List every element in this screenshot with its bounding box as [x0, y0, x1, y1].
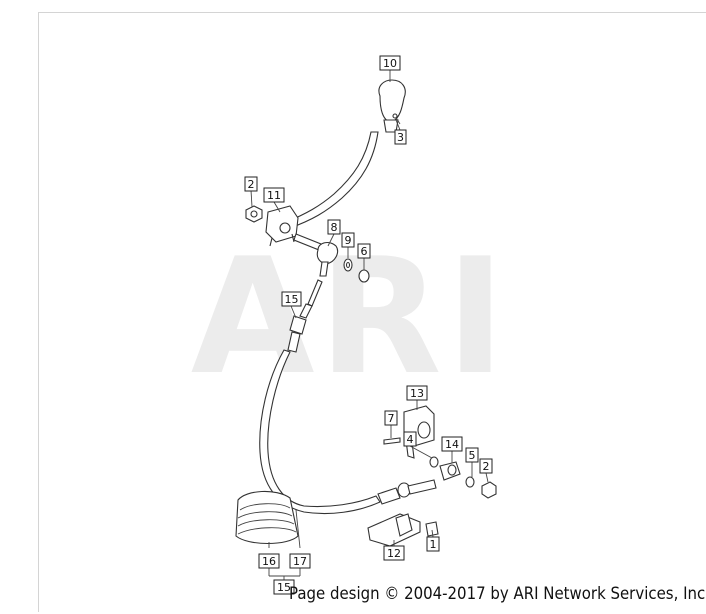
- leader-lines: [250, 70, 489, 580]
- callout-2-bottom: 2: [479, 458, 493, 474]
- callout-2-top: 2: [244, 176, 258, 192]
- svg-text:13: 13: [410, 387, 424, 400]
- pin-part-lower: [383, 437, 401, 445]
- shift-knob: [378, 79, 406, 133]
- svg-text:2: 2: [483, 460, 490, 473]
- callout-13: 13: [406, 385, 428, 401]
- nut-part-bottom: [481, 481, 497, 499]
- callout-7: 7: [384, 410, 398, 426]
- svg-text:5: 5: [469, 449, 476, 462]
- svg-text:15: 15: [277, 581, 291, 594]
- shift-cable: [259, 279, 437, 515]
- callout-3: 3: [394, 129, 407, 145]
- callout-6: 6: [357, 243, 371, 259]
- callout-14: 14: [441, 436, 463, 452]
- svg-text:16: 16: [262, 555, 276, 568]
- callout-10: 10: [379, 55, 401, 71]
- rubber-boot: [235, 490, 299, 544]
- callout-15-upper: 15: [281, 291, 302, 307]
- svg-text:10: 10: [383, 57, 397, 70]
- svg-text:15: 15: [285, 293, 299, 306]
- washer-part: [343, 258, 353, 272]
- svg-text:7: 7: [388, 412, 395, 425]
- nut-part-top: [245, 205, 263, 223]
- washer-part-4: [429, 456, 439, 468]
- callout-8: 8: [327, 219, 341, 235]
- svg-text:14: 14: [445, 438, 459, 451]
- copyright-text: Page design © 2004-2017 by ARI Network S…: [289, 584, 706, 604]
- svg-text:6: 6: [361, 245, 368, 258]
- callout-5: 5: [465, 447, 479, 463]
- svg-text:3: 3: [397, 131, 404, 144]
- callout-1: 1: [426, 536, 440, 552]
- svg-text:17: 17: [293, 555, 307, 568]
- svg-text:11: 11: [267, 189, 281, 202]
- svg-text:2: 2: [248, 178, 255, 191]
- svg-text:9: 9: [345, 234, 352, 247]
- svg-text:4: 4: [407, 433, 414, 446]
- rod-end: [439, 461, 461, 481]
- svg-text:1: 1: [430, 538, 437, 551]
- callout-17: 17: [289, 553, 311, 569]
- base-bracket: [367, 513, 421, 547]
- diagram-frame: [38, 12, 706, 612]
- clip-part: [358, 269, 370, 283]
- ari-watermark: ARI: [191, 223, 510, 410]
- washer-part-5: [465, 476, 475, 488]
- svg-text:12: 12: [387, 547, 401, 560]
- bolt-part: [425, 521, 439, 537]
- callout-4: 4: [403, 431, 417, 447]
- callout-11: 11: [263, 187, 285, 203]
- callout-15-lower: 15: [273, 579, 295, 595]
- svg-text:8: 8: [331, 221, 338, 234]
- pin-part: [392, 113, 401, 125]
- callout-16: 16: [258, 553, 280, 569]
- callout-12: 12: [383, 545, 405, 561]
- ball-joint: [293, 233, 339, 277]
- callout-9: 9: [341, 232, 355, 248]
